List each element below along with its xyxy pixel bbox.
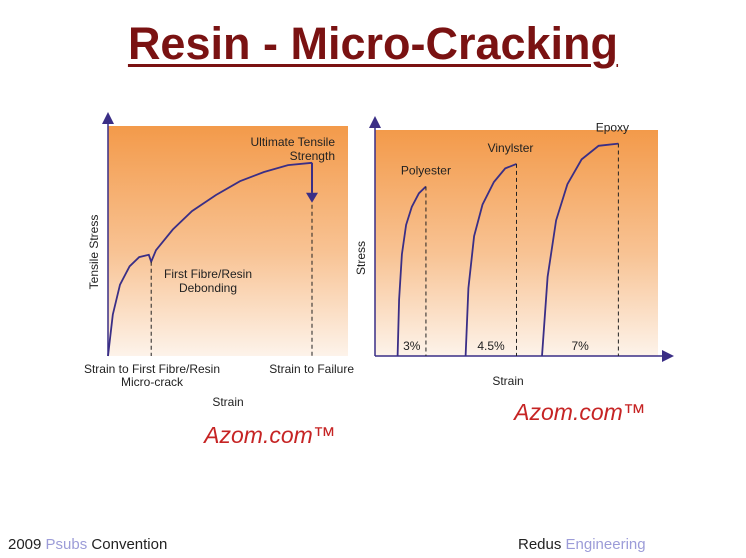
- chart1-curve: [107, 161, 313, 357]
- chart2-series-label-epoxy: Epoxy: [596, 121, 629, 135]
- chart2-strain-label-vinylster: 4.5%: [477, 339, 505, 353]
- chart2-logo: Azom.com™: [512, 399, 646, 425]
- chart1-plot-area: [108, 126, 348, 356]
- chart1-x-axis-label: Strain: [212, 395, 243, 409]
- footer-redus: Redus: [518, 536, 562, 553]
- chart1-annotation-uts-line2: Strength: [290, 149, 335, 163]
- footer-engineering: Engineering: [565, 536, 646, 553]
- footer-right: Redus Engineering: [518, 536, 646, 553]
- chart1-y-axis-label: Tensile Stress: [87, 215, 101, 290]
- chart1-xlabel-failure: Strain to Failure: [269, 362, 354, 376]
- chart1-failure-arrow-head: [306, 192, 318, 203]
- chart2-curve-vinylster: [464, 163, 517, 357]
- chart1-annotation-debond-line2: Debonding: [179, 281, 237, 295]
- chart1-xlabel-first-crack-line1: Strain to First Fibre/Resin: [84, 362, 220, 376]
- chart1-logo: Azom.com™: [202, 422, 336, 448]
- chart1-annotation-debond-line1: First Fibre/Resin: [164, 267, 252, 281]
- footer-psubs: Psubs: [45, 536, 88, 553]
- chart2-strain-label-polyester: 3%: [403, 339, 421, 353]
- chart1-xlabel-first-crack-line2: Micro-crack: [121, 375, 184, 389]
- chart2-curve-polyester: [396, 185, 427, 357]
- chart2-curve-epoxy: [541, 142, 619, 357]
- footer-left: 2009 Psubs Convention: [8, 536, 167, 553]
- chart2-series-label-polyester: Polyester: [401, 164, 451, 178]
- chart2-series-label-vinylster: Vinylster: [488, 141, 534, 155]
- chart2-y-axis-label: Stress: [354, 241, 368, 275]
- chart1-annotation-uts-line1: Ultimate Tensile: [251, 135, 336, 149]
- chart2-strain-label-epoxy: 7%: [572, 339, 590, 353]
- chart2-x-axis-label: Strain: [492, 374, 523, 388]
- footer-convention: Convention: [91, 536, 168, 553]
- slide-title: Resin - Micro-Cracking: [127, 18, 619, 69]
- footer-year: 2009: [8, 536, 42, 553]
